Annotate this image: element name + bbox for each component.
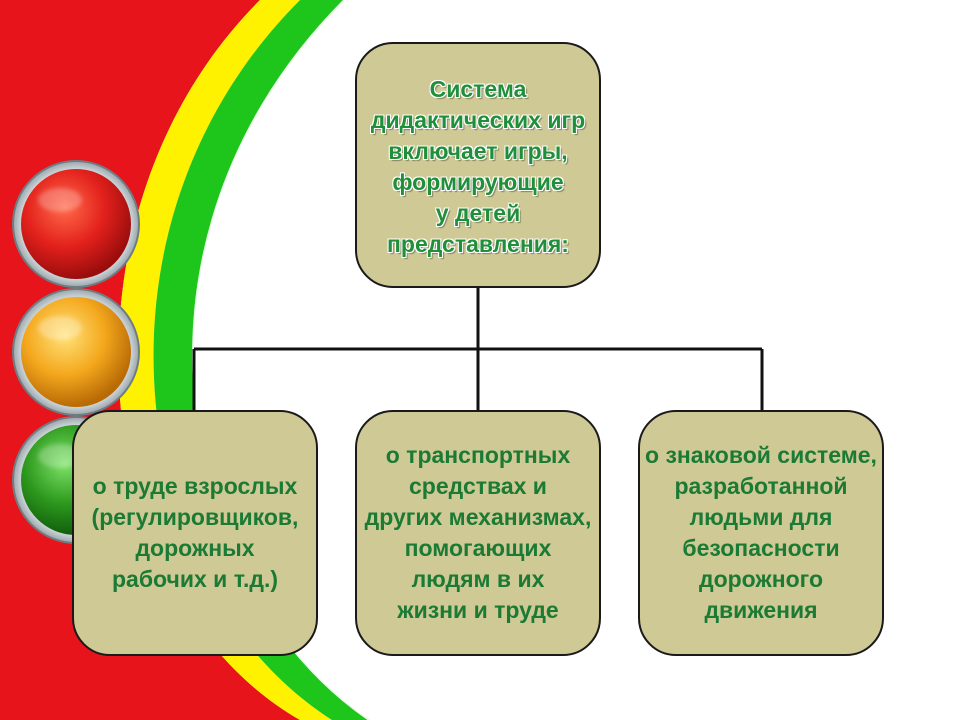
child-node-transport-text: о транспортных средствах и других механи… — [364, 442, 592, 623]
root-node: Система дидактических игр включает игры,… — [355, 42, 601, 288]
child-node-labor: о труде взрослых (регулировщиков, дорожн… — [72, 410, 318, 656]
child-node-transport: о транспортных средствах и других механи… — [355, 410, 601, 656]
root-node-text: Система дидактических игр включает игры,… — [370, 76, 586, 257]
child-node-signs-text: о знаковой системе, разработанной людьми… — [645, 442, 877, 623]
child-node-signs: о знаковой системе, разработанной людьми… — [638, 410, 884, 656]
connector-lines — [192, 288, 764, 411]
child-node-labor-text: о труде взрослых (регулировщиков, дорожн… — [91, 473, 299, 592]
